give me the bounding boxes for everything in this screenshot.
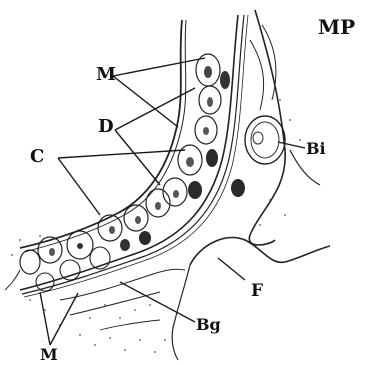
label-m-upper: M	[96, 64, 116, 85]
label-m-lower: M	[40, 345, 58, 364]
label-bg: Bg	[196, 315, 221, 334]
label-f: F	[251, 281, 263, 301]
label-c: C	[30, 146, 44, 167]
corner-label: MP	[318, 15, 355, 39]
label-bi: Bi	[306, 139, 326, 158]
label-d: D	[98, 116, 114, 137]
